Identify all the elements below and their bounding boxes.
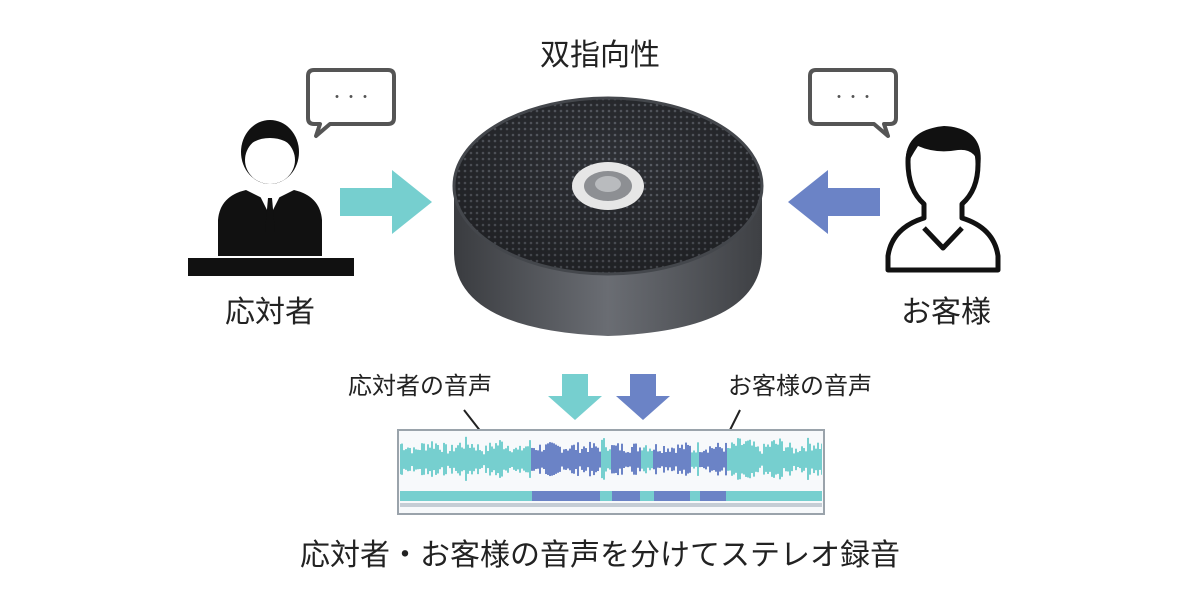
diagram-title: 双指向性 <box>540 38 660 73</box>
staff-label: 応対者 <box>225 295 315 330</box>
activity-track-segment <box>654 491 690 501</box>
waveform-layer <box>400 436 822 507</box>
activity-track-segment <box>400 503 822 507</box>
staff-bubble-text: ・・・ <box>330 90 372 106</box>
staff-to-device-arrow-icon <box>340 170 432 234</box>
customer-speech-bubble-icon: ・・・ <box>808 68 898 138</box>
customer-voice-down-arrow-icon <box>616 374 670 420</box>
staff-voice-label: 応対者の音声 <box>348 372 492 400</box>
staff-speech-bubble-icon: ・・・ <box>306 68 396 138</box>
person-outline-icon <box>885 126 1001 273</box>
activity-track-segment <box>612 491 640 501</box>
stereo-waveform-panel <box>397 429 825 515</box>
diagram-caption: 応対者・お客様の音声を分けてステレオ録音 <box>300 538 900 573</box>
microphone-device-icon <box>452 96 764 336</box>
customer-to-device-arrow-icon <box>788 170 880 234</box>
activity-track-segment <box>400 491 822 501</box>
staff-voice-down-arrow-icon <box>548 374 602 420</box>
person-at-desk-icon <box>188 120 354 276</box>
activity-track-segment <box>700 491 726 501</box>
customer-voice-label: お客様の音声 <box>728 372 872 400</box>
activity-track-segment <box>532 491 600 501</box>
customer-bubble-text: ・・・ <box>832 90 874 106</box>
customer-label: お客様 <box>901 295 991 330</box>
